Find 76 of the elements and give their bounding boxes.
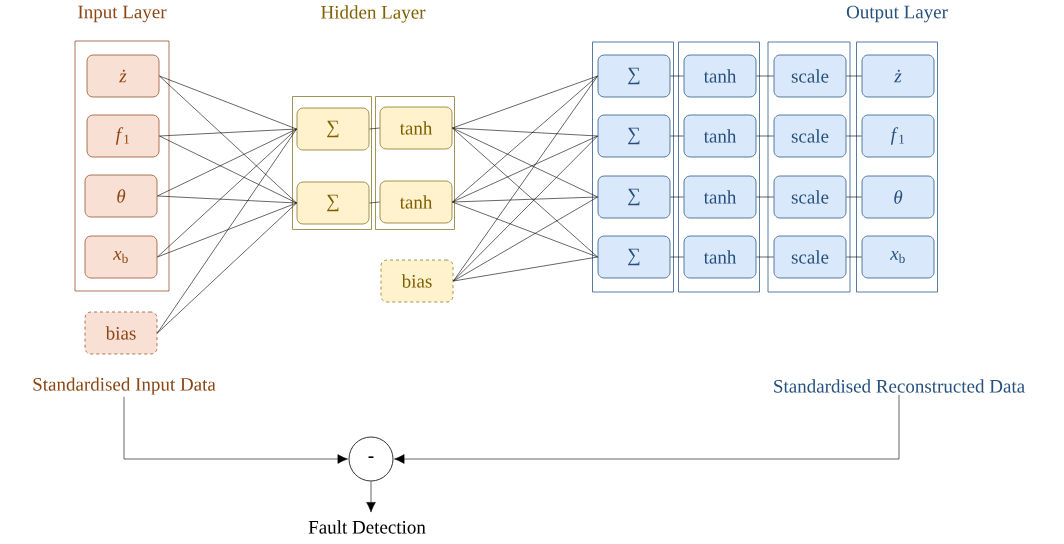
neuron-box: f$_{1}$ [861, 114, 935, 158]
neuron-box: ∑ [597, 114, 671, 158]
neuron-box: θ [84, 174, 158, 218]
bias-box: bias [380, 259, 454, 303]
connection-line [157, 202, 297, 334]
connection-line [453, 75, 598, 282]
connection-line [670, 75, 684, 77]
connection-line [846, 256, 862, 258]
signal-label: Fault Detection [308, 520, 426, 534]
neuron-box: ż [861, 54, 935, 98]
neuron-box: scale [773, 175, 847, 219]
layer-frame [592, 41, 674, 293]
neuron-box: ∑ [296, 107, 370, 151]
neuron-box: ∑ [597, 235, 671, 279]
neuron-box: x$_{b}$ [861, 235, 935, 279]
neuron-box: θ [861, 175, 935, 219]
connection-line [453, 196, 598, 282]
connection-line [369, 201, 380, 204]
layer-frame [292, 96, 372, 230]
neuron-box: tanh [379, 106, 453, 150]
connection-line [452, 75, 598, 129]
neuron-box: x$_{b}$ [84, 235, 158, 279]
connection-line [756, 256, 774, 258]
neuron-box: ż [86, 54, 160, 98]
connection-line [756, 75, 774, 77]
connection-line [452, 127, 598, 198]
connection-line [453, 135, 598, 282]
layer-frame [375, 96, 455, 230]
connection-line [157, 202, 297, 258]
signal-label: Standardised Reconstructed Data [774, 379, 1025, 393]
layer-title: Output Layer [846, 5, 948, 23]
neuron-box: f$_{1}$ [86, 114, 160, 158]
connection-line [369, 127, 380, 130]
connection-line [670, 135, 684, 137]
neuron-box: tanh [683, 235, 757, 279]
arrow [366, 481, 376, 513]
connection-line [157, 128, 297, 258]
connection-line [452, 127, 598, 137]
connection-line [756, 196, 774, 198]
layer-frame [767, 41, 851, 293]
bias-box: bias [84, 311, 158, 355]
layer-title: Input Layer [78, 5, 167, 23]
neuron-box: scale [773, 54, 847, 98]
connection-line [452, 196, 598, 203]
connection-line [159, 75, 297, 204]
connection-line [157, 195, 297, 204]
layer-title: Hidden Layer [321, 5, 426, 23]
connection-line [452, 75, 598, 203]
neuron-box: ∑ [296, 181, 370, 225]
neuron-box: tanh [379, 180, 453, 224]
neuron-box: scale [773, 235, 847, 279]
connection-line [453, 256, 598, 282]
connection-line [452, 127, 598, 258]
connection-line [157, 128, 297, 197]
signal-label: Standardised Input Data [33, 377, 216, 395]
connection-line [159, 75, 297, 130]
neuron-box: tanh [683, 54, 757, 98]
layer-frame [678, 41, 760, 293]
connection-line [452, 135, 598, 203]
neuron-box: scale [773, 114, 847, 158]
neuron-box: ∑ [597, 175, 671, 219]
connection-line [670, 196, 684, 198]
connection-line [159, 135, 297, 204]
connection-line [452, 201, 598, 258]
connection-line [157, 128, 297, 334]
connection-line [756, 135, 774, 137]
arrow [123, 396, 348, 464]
connection-line [846, 196, 862, 198]
neuron-box: tanh [683, 114, 757, 158]
connection-line [846, 75, 862, 77]
connection-line [159, 128, 297, 137]
neuron-box: ∑ [597, 54, 671, 98]
neuron-box: tanh [683, 175, 757, 219]
connection-line [670, 256, 684, 258]
connection-line [846, 135, 862, 137]
arrow [394, 394, 900, 464]
